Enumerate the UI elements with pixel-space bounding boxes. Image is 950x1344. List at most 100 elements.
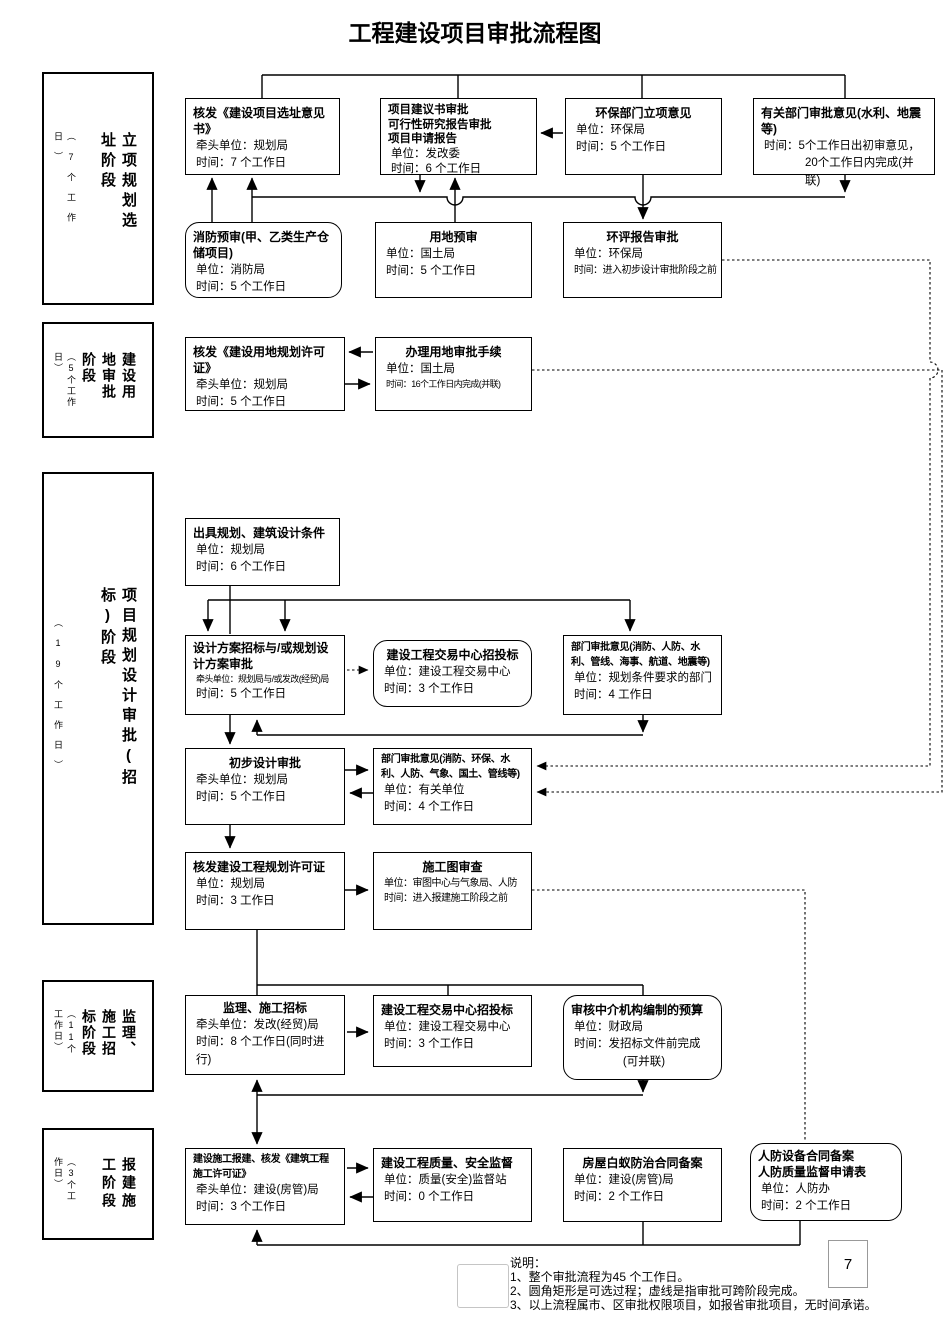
flow-box-preliminary-design-approval: 初步设计审批 牵头单位：规划局 时间：5 个工作日 [185, 748, 345, 825]
box-time: 时间：8 个工作日(同时进行) [196, 1036, 325, 1066]
box-time: 时间：2 个工作日 [761, 1200, 852, 1213]
box-unit: 单位：人防办 [761, 1182, 830, 1195]
box-unit: 单位：消防局 [196, 263, 265, 276]
flow-box-land-approval-procedure: 办理用地审批手续 单位：国土局 时间：16个工作日内完成(并联) [375, 337, 532, 411]
box-unit: 牵头单位：规划局 [196, 139, 288, 152]
flow-box-civil-defense-record: 人防设备合同备案 人防质量监督申请表 单位：人防办 时间：2 个工作日 [750, 1143, 902, 1221]
box-title: 部门审批意见(消防、人防、水利、管线、海事、航道、地震等) [571, 642, 710, 668]
box-time: 时间：3 工作日 [196, 895, 275, 908]
box-unit: 单位：发改委 [391, 148, 460, 161]
box-unit: 单位：建设工程交易中心 [384, 665, 511, 678]
box-time: 时间：5 个工作日 [196, 281, 287, 294]
box-time-line2: 20个工作日内完成(并联) [805, 157, 914, 187]
box-unit: 单位：环保局 [576, 123, 645, 136]
legend-item: 1、整个审批流程为45 个工作日。 [510, 1270, 690, 1285]
flow-box-supervision-construction-bidding: 监理、施工招标 牵头单位：发改(经贸)局 时间：8 个工作日(同时进行) [185, 995, 345, 1075]
box-title: 建设施工报建、核发《建筑工程施工许可证》 [193, 1154, 329, 1180]
stage-duration: （7个工作日） [53, 131, 76, 233]
flow-box-related-departments-opinion: 有关部门审批意见(水利、地震等) 时间：5个工作日出初审意见， 20个工作日内完… [753, 98, 935, 187]
flow-box-eia-report-approval: 环评报告审批 单位：环保局 时间：进入初步设计审批阶段之前 [563, 222, 722, 298]
box-unit: 单位：环保局 [574, 247, 643, 260]
box-unit: 单位：建设(房管)局 [574, 1173, 674, 1186]
flow-box-budget-review: 审核中介机构编制的预算 单位：财政局 时间：发招标文件前完成 (可并联) [563, 995, 722, 1080]
stage-duration: （11个工作日） [53, 1009, 76, 1055]
box-title: 初步设计审批 [228, 756, 301, 770]
box-time: 时间：5 个工作日 [196, 396, 287, 409]
box-time: 时间：3 个工作日 [196, 1201, 287, 1214]
box-title: 设计方案招标与/或规划设计方案审批 [193, 641, 329, 671]
box-title: 环保部门立项意见 [595, 106, 692, 120]
box-time: 时间：5个工作日出初审意见， [764, 139, 920, 152]
box-title: 有关部门审批意见(水利、地震等) [761, 106, 921, 136]
box-time: 时间：3 个工作日 [384, 1038, 475, 1051]
flow-box-quality-safety-supervision: 建设工程质量、安全监督 单位：质量(安全)监督站 时间：0 个工作日 [373, 1148, 532, 1222]
box-unit: 单位：国土局 [386, 362, 455, 375]
stage-label-planning-design: 项目规划设计审批(招标)阶段 （19个工作日） [42, 472, 154, 925]
legend-notes: 说明： 1、整个审批流程为45 个工作日。 2、圆角矩形是可选过程；虚线是指审批… [510, 1256, 935, 1313]
box-time: 时间：6 个工作日 [196, 561, 287, 574]
box-title-line2: 可行性研究报告审批 [388, 118, 492, 131]
box-title: 审核中介机构编制的预算 [571, 1003, 704, 1017]
box-title: 施工图审查 [422, 860, 483, 874]
box-title: 监理、施工招标 [222, 1001, 307, 1015]
box-time: 时间：5 个工作日 [196, 791, 287, 804]
legend-item: 2、圆角矩形是可选过程；虚线是指审批可跨阶段完成。 [510, 1284, 805, 1299]
flow-box-department-opinions-related: 部门审批意见(消防、环保、水利、人防、气象、国土、管线等) 单位：有关单位 时间… [373, 748, 532, 825]
stage-name: 立项规划选址阶段 [99, 131, 137, 232]
stage-name: 建设用地审批阶段 [81, 352, 137, 400]
page-title: 工程建设项目审批流程图 [348, 20, 602, 46]
legend-item: 3、以上流程属市、区审批权限项目，如报省审批项目，无时间承诺。 [510, 1298, 877, 1313]
box-title: 核发《建设项目选址意见书》 [193, 106, 326, 136]
flow-box-fire-pre-review: 消防预审(甲、乙类生产仓储项目) 单位：消防局 时间：5 个工作日 [185, 222, 342, 298]
flow-box-termite-control-record: 房屋白蚁防治合同备案 单位：建设(房管)局 时间：2 个工作日 [563, 1148, 722, 1222]
box-title: 办理用地审批手续 [405, 345, 502, 359]
stage-duration: （3个工作日） [53, 1157, 76, 1202]
box-title: 建设工程质量、安全监督 [381, 1156, 514, 1170]
flow-box-environmental-opinion: 环保部门立项意见 单位：环保局 时间：5 个工作日 [565, 98, 722, 175]
box-time: 时间：2 个工作日 [574, 1191, 665, 1204]
stage-name: 报建施工阶段 [101, 1157, 137, 1211]
stage-label-supervision-bidding: 监理、施工招标阶段 （11个工作日） [42, 980, 154, 1092]
box-time: 时间：发招标文件前完成 [574, 1038, 701, 1051]
box-title: 部门审批意见(消防、环保、水利、人防、气象、国土、管线等) [381, 754, 520, 780]
flow-box-department-opinions-planning: 部门审批意见(消防、人防、水利、管线、海事、航道、地震等) 单位：规划条件要求的… [563, 635, 722, 715]
box-unit: 牵头单位：规划局 [196, 378, 288, 391]
box-unit: 单位：审图中心与气象局、人防 [384, 877, 518, 889]
box-unit: 单位：财政局 [574, 1020, 643, 1033]
flow-box-design-conditions: 出具规划、建筑设计条件 单位：规划局 时间：6 个工作日 [185, 518, 340, 586]
stage-duration: （19个工作日） [53, 617, 63, 780]
box-unit: 单位：有关单位 [384, 784, 465, 796]
box-unit: 单位：规划局 [196, 543, 265, 556]
flow-box-construction-permit: 建设施工报建、核发《建筑工程施工许可证》 牵头单位：建设(房管)局 时间：3 个… [185, 1148, 345, 1225]
box-title: 建设工程交易中心招投标 [381, 1003, 514, 1017]
box-title: 核发建设工程规划许可证 [193, 860, 326, 874]
box-unit: 牵头单位：发改(经贸)局 [196, 1018, 319, 1031]
box-time-line2: (可并联) [622, 1055, 666, 1068]
stage-name: 项目规划设计审批(招标)阶段 [99, 586, 137, 789]
flow-box-land-pre-review: 用地预审 单位：国土局 时间：5 个工作日 [375, 222, 532, 298]
box-unit: 牵头单位：建设(房管)局 [196, 1184, 319, 1196]
box-title: 项目建议书审批 [388, 104, 469, 116]
flow-box-construction-planning-permit: 核发建设工程规划许可证 单位：规划局 时间：3 工作日 [185, 852, 345, 930]
box-title-line3: 项目申请报告 [388, 133, 457, 146]
box-time: 时间：4 个工作日 [384, 801, 475, 814]
flow-box-construction-drawing-review: 施工图审查 单位：审图中心与气象局、人防 时间：进入报建施工阶段之前 [373, 852, 532, 930]
box-unit: 单位：质量(安全)监督站 [384, 1173, 507, 1186]
legend-sample-box [457, 1264, 509, 1308]
box-title: 房屋白蚁防治合同备案 [582, 1156, 703, 1170]
box-title: 消防预审(甲、乙类生产仓储项目) [193, 230, 329, 260]
box-time: 时间：6 个工作日 [391, 163, 482, 176]
box-unit: 单位：建设工程交易中心 [384, 1020, 511, 1033]
box-unit: 单位：国土局 [386, 247, 455, 260]
box-title: 核发《建设用地规划许可证》 [193, 345, 326, 375]
box-time: 时间：7 个工作日 [196, 157, 287, 170]
box-unit: 单位：规划条件要求的部门 [574, 672, 712, 684]
flow-box-trading-center-bidding-1: 建设工程交易中心招投标 单位：建设工程交易中心 时间：3 个工作日 [373, 640, 532, 707]
flow-box-trading-center-bidding-2: 建设工程交易中心招投标 单位：建设工程交易中心 时间：3 个工作日 [373, 995, 532, 1067]
box-title: 用地预审 [429, 230, 478, 244]
stage-label-construction-land: 建设用地审批阶段 （5个工作日） [42, 322, 154, 438]
stage-name: 监理、施工招标阶段 [81, 1009, 137, 1057]
box-unit: 单位：规划局 [196, 877, 265, 890]
